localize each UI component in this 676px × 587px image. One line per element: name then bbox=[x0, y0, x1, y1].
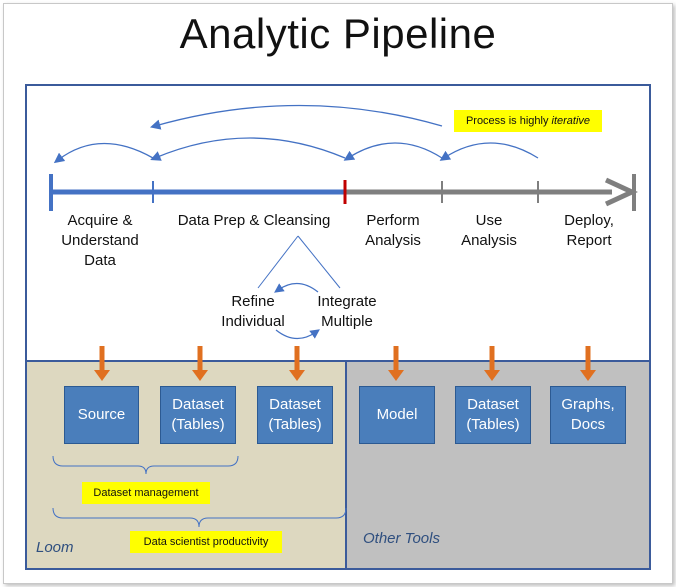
dataset-management-label: Dataset management bbox=[82, 482, 210, 504]
refine-line1: Refine bbox=[231, 293, 275, 310]
box-graphs-line1: Graphs, bbox=[561, 396, 615, 413]
data-scientist-productivity-label: Data scientist productivity bbox=[130, 531, 282, 553]
iterative-note-emphasis: iterative bbox=[551, 115, 591, 127]
box-dataset-3-line1: Dataset bbox=[467, 396, 519, 413]
box-graphs-docs: Graphs, Docs bbox=[550, 386, 626, 444]
down-arrowhead-6 bbox=[580, 370, 596, 381]
loop-arrow-3 bbox=[343, 142, 443, 161]
box-graphs-line2: Docs bbox=[570, 416, 606, 433]
prep-triangle-left bbox=[257, 235, 299, 289]
down-arrowhead-3 bbox=[289, 370, 305, 381]
box-model-line1: Model bbox=[376, 406, 418, 423]
box-dataset-2-line1: Dataset bbox=[269, 396, 321, 413]
stage-acquire: Acquire & Understand Data bbox=[50, 211, 150, 271]
iterative-note: Process is highly iterative bbox=[454, 110, 602, 132]
stage-deploy-line2: Report bbox=[566, 232, 612, 249]
loom-label: Loom bbox=[36, 539, 74, 556]
stage-data-prep-line1: Data Prep & Cleansing bbox=[177, 212, 331, 229]
down-arrowhead-4 bbox=[388, 370, 404, 381]
box-dataset-2-line2: (Tables) bbox=[268, 416, 322, 433]
down-arrowhead-2 bbox=[192, 370, 208, 381]
stage-data-prep: Data Prep & Cleansing bbox=[160, 211, 348, 231]
refine-individual-label: Refine Individual bbox=[212, 292, 294, 332]
box-source: Source bbox=[64, 386, 139, 444]
box-dataset-1: Dataset (Tables) bbox=[160, 386, 236, 444]
refine-line2: Individual bbox=[221, 313, 285, 330]
integrate-multiple-label: Integrate Multiple bbox=[306, 292, 388, 332]
refine-integrate-cycle-top bbox=[274, 282, 319, 293]
stage-acquire-line2: Understand bbox=[61, 232, 139, 249]
refine-integrate-cycle-bottom bbox=[275, 329, 320, 340]
box-dataset-3: Dataset (Tables) bbox=[455, 386, 531, 444]
stage-perform-line1: Perform bbox=[366, 212, 420, 229]
stage-use-line2: Analysis bbox=[461, 232, 517, 249]
page-title: Analytic Pipeline bbox=[179, 10, 497, 57]
box-model: Model bbox=[359, 386, 435, 444]
other-tools-label: Other Tools bbox=[363, 530, 440, 547]
stage-use-line1: Use bbox=[475, 212, 503, 229]
prep-triangle-right bbox=[297, 235, 341, 289]
loop-arrow-large bbox=[149, 104, 443, 130]
down-arrowhead-5 bbox=[484, 370, 500, 381]
brace-data-scientist bbox=[52, 507, 347, 528]
box-dataset-3-line2: (Tables) bbox=[466, 416, 520, 433]
stage-deploy-report: Deploy, Report bbox=[544, 211, 634, 251]
box-source-line1: Source bbox=[77, 406, 126, 423]
loop-arrow-2 bbox=[150, 137, 346, 161]
pipeline-container bbox=[25, 84, 651, 570]
loop-arrow-4 bbox=[439, 142, 539, 161]
stage-acquire-line1: Acquire & bbox=[67, 212, 133, 229]
integrate-line2: Multiple bbox=[321, 313, 373, 330]
box-dataset-2: Dataset (Tables) bbox=[257, 386, 333, 444]
stage-acquire-line3: Data bbox=[84, 252, 116, 269]
integrate-line1: Integrate bbox=[317, 293, 377, 310]
down-arrowhead-1 bbox=[94, 370, 110, 381]
loop-arrow-1 bbox=[53, 142, 154, 164]
iterative-note-text: Process is highly bbox=[465, 115, 552, 127]
orange-arrows bbox=[94, 346, 596, 381]
box-dataset-1-line1: Dataset bbox=[172, 396, 224, 413]
tools-divider bbox=[345, 360, 347, 570]
section-divider bbox=[25, 360, 651, 362]
brace-dataset-management bbox=[52, 455, 239, 475]
stage-perform-line2: Analysis bbox=[365, 232, 421, 249]
box-dataset-1-line2: (Tables) bbox=[171, 416, 225, 433]
stage-use-analysis: Use Analysis bbox=[444, 211, 534, 251]
stage-deploy-line1: Deploy, bbox=[564, 212, 614, 229]
stage-perform-analysis: Perform Analysis bbox=[348, 211, 438, 251]
